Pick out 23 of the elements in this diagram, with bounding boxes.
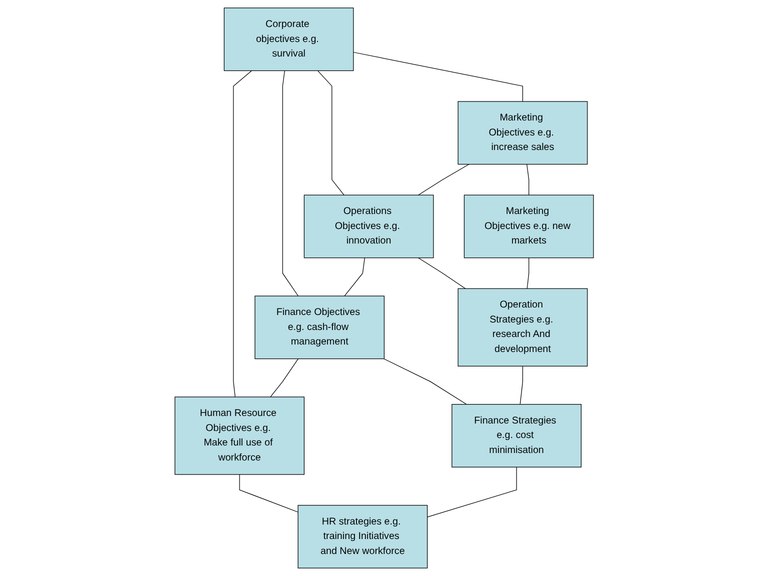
connector xyxy=(418,164,470,196)
connector xyxy=(418,258,466,289)
node-box: Operation Strategies e.g. research And development xyxy=(458,288,588,366)
connector xyxy=(239,474,298,512)
node-box: Human Resource Objectives e.g. Make full use of workforce xyxy=(174,396,304,475)
connector xyxy=(526,164,529,196)
connector xyxy=(344,258,365,296)
node-box: HR strategies e.g. training Initiatives and New workforce xyxy=(298,504,428,568)
connector xyxy=(282,70,298,296)
node-box: Operations Objectives e.g. innovation xyxy=(304,194,434,258)
connector xyxy=(383,358,467,405)
connector xyxy=(232,70,252,398)
node-box: Finance Strategies e.g. cost minimisation xyxy=(451,404,582,468)
connector xyxy=(526,258,529,289)
connector xyxy=(426,466,517,518)
connector xyxy=(317,70,344,196)
connector xyxy=(270,358,298,398)
node-box: Finance Objectives e.g. cash-flow management xyxy=(254,296,384,360)
connector xyxy=(352,52,523,102)
node-box: Marketing Objectives e.g. new markets xyxy=(464,194,594,258)
connector xyxy=(520,366,523,405)
node-box: Corporate objectives e.g. survival xyxy=(224,8,354,72)
node-box: Marketing Objectives e.g. increase sales xyxy=(458,101,588,165)
